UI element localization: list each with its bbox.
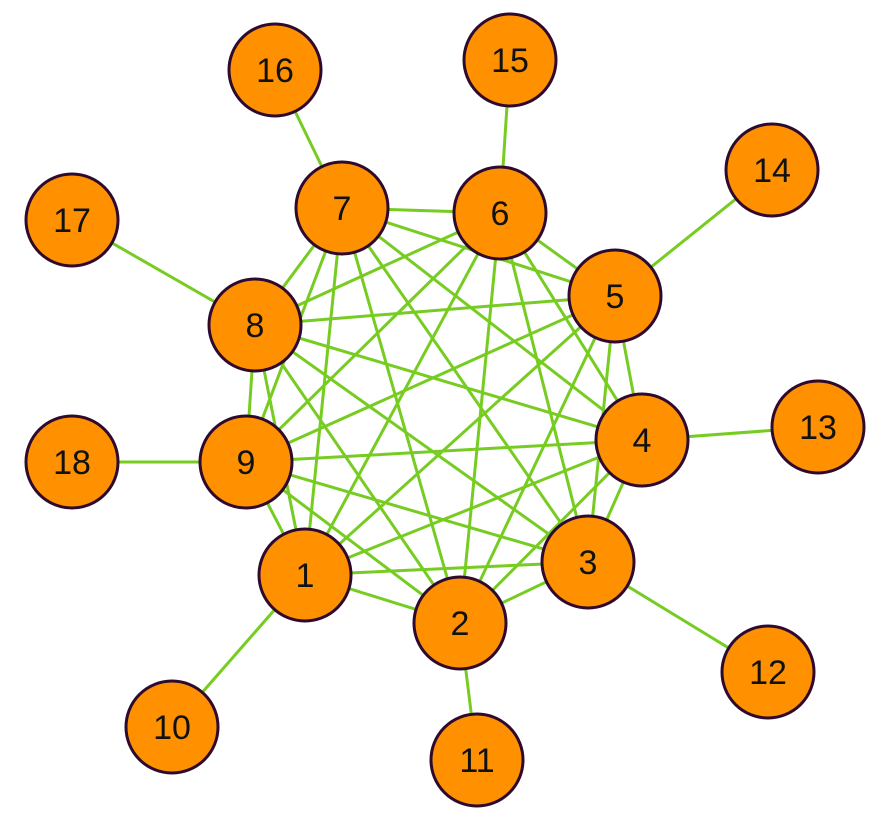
node-3: 3 — [540, 514, 636, 610]
node-circle — [227, 22, 323, 118]
node-label: 9 — [237, 444, 256, 482]
edge-1-5 — [303, 294, 617, 577]
edge-5-8 — [253, 294, 617, 327]
node-2: 2 — [412, 575, 508, 671]
node-circle — [452, 165, 548, 261]
edge-3-8 — [253, 323, 590, 564]
edge-1-4 — [303, 438, 644, 577]
node-17: 17 — [24, 172, 120, 268]
node-circle — [24, 414, 120, 510]
edge-2-8 — [253, 323, 462, 625]
node-circle — [429, 712, 525, 808]
edge-4-8 — [253, 323, 644, 442]
node-circle — [412, 575, 508, 671]
node-circle — [207, 277, 303, 373]
node-circle — [567, 248, 663, 344]
node-circle — [462, 12, 558, 108]
edge-3-9 — [244, 460, 590, 564]
node-circle — [294, 160, 390, 256]
node-6: 6 — [452, 165, 548, 261]
edge-4-7 — [340, 206, 644, 442]
edge-2-5 — [458, 294, 617, 625]
node-10: 10 — [124, 679, 220, 775]
node-label: 6 — [491, 195, 510, 233]
edge-4-9 — [244, 438, 644, 464]
edge-1-6 — [303, 211, 502, 577]
node-14: 14 — [724, 122, 820, 218]
node-label: 13 — [799, 409, 837, 447]
node-18: 18 — [24, 414, 120, 510]
node-circle — [540, 514, 636, 610]
node-circle — [770, 379, 866, 475]
node-label: 3 — [579, 544, 598, 582]
node-label: 1 — [296, 557, 315, 595]
node-label: 16 — [256, 52, 294, 90]
node-label: 12 — [749, 654, 787, 692]
node-5: 5 — [567, 248, 663, 344]
node-1: 1 — [257, 527, 353, 623]
node-circle — [724, 122, 820, 218]
node-circle — [198, 414, 294, 510]
node-label: 17 — [53, 202, 91, 240]
node-8: 8 — [207, 277, 303, 373]
node-label: 11 — [459, 742, 494, 780]
node-circle — [24, 172, 120, 268]
node-label: 14 — [753, 152, 791, 190]
edge-3-6 — [498, 211, 590, 564]
node-12: 12 — [720, 624, 816, 720]
node-label: 2 — [451, 605, 470, 643]
node-15: 15 — [462, 12, 558, 108]
node-circle — [257, 527, 353, 623]
edge-2-6 — [458, 211, 502, 625]
node-label: 4 — [633, 422, 652, 460]
node-4: 4 — [594, 392, 690, 488]
node-label: 18 — [53, 444, 91, 482]
node-label: 5 — [606, 278, 625, 316]
node-label: 7 — [333, 190, 352, 228]
node-circle — [124, 679, 220, 775]
edge-5-9 — [244, 294, 617, 464]
node-7: 7 — [294, 160, 390, 256]
node-13: 13 — [770, 379, 866, 475]
node-circle — [594, 392, 690, 488]
node-9: 9 — [198, 414, 294, 510]
node-label: 10 — [153, 709, 191, 747]
node-11: 11 — [429, 712, 525, 808]
node-circle — [720, 624, 816, 720]
edge-6-9 — [244, 211, 502, 464]
node-label: 15 — [491, 42, 529, 80]
node-label: 8 — [246, 307, 265, 345]
node-16: 16 — [227, 22, 323, 118]
edge-1-7 — [303, 206, 344, 577]
